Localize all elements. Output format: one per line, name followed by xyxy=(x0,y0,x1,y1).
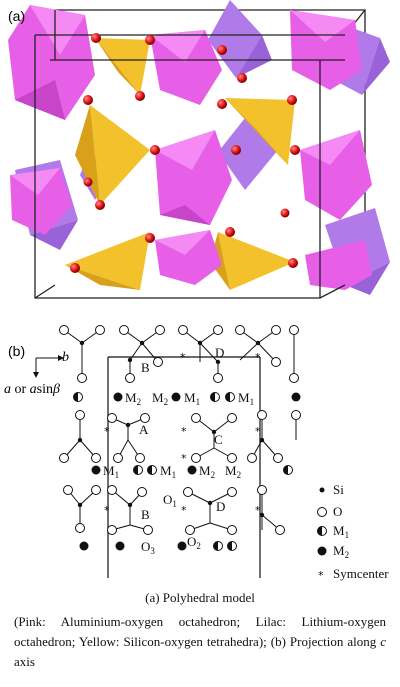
aluminium-octahedra xyxy=(8,5,372,290)
svg-text:D: D xyxy=(216,499,225,514)
svg-text:Si: Si xyxy=(333,482,344,497)
svg-text:C: C xyxy=(214,432,223,447)
site-labels: B D A C B D M2 M2 M1 M1 M1 M1 M2 M2 O1 O… xyxy=(103,345,254,556)
silicon-sites xyxy=(77,340,265,518)
svg-text:O1: O1 xyxy=(163,492,177,509)
svg-text:*: * xyxy=(255,351,261,364)
svg-text:A: A xyxy=(139,422,149,437)
caption-title: (a) Polyhedral model xyxy=(145,590,255,605)
oxygen-sites xyxy=(59,325,301,535)
axis-indicator: b a or asinβ xyxy=(4,350,69,397)
svg-text:M2: M2 xyxy=(199,463,215,480)
caption-body: (Pink: Aluminium-oxygen octahedron; Lila… xyxy=(14,614,386,669)
legend-m2: M2 xyxy=(317,543,349,560)
svg-text:M2: M2 xyxy=(333,543,349,560)
m1-sites xyxy=(73,392,293,551)
svg-text:O3: O3 xyxy=(141,539,155,556)
svg-text:M1: M1 xyxy=(103,463,119,480)
svg-text:*: * xyxy=(318,569,324,582)
legend: Si O M1 M2 * Symcenter xyxy=(317,482,389,582)
legend-symcenter: * Symcenter xyxy=(318,566,389,582)
legend-m1: M1 xyxy=(317,523,349,540)
legend-o: O xyxy=(317,504,342,519)
svg-text:*: * xyxy=(181,452,187,465)
svg-text:M1: M1 xyxy=(238,390,254,407)
projection-cell xyxy=(107,356,261,578)
svg-text:M1: M1 xyxy=(333,523,349,540)
svg-text:M2: M2 xyxy=(225,463,241,480)
svg-text:B: B xyxy=(141,360,150,375)
polyhedral-model xyxy=(8,0,390,299)
panel-b-label: (b) xyxy=(8,343,25,359)
svg-text:M2: M2 xyxy=(125,390,141,407)
figure-panels: (a) (b) b a or asinβ xyxy=(4,0,390,582)
svg-text:*: * xyxy=(104,425,110,438)
axis-a-label: a or asinβ xyxy=(4,382,60,397)
panel-a-label: (a) xyxy=(8,8,25,24)
oxygen-atoms xyxy=(70,33,300,273)
svg-text:*: * xyxy=(255,504,261,517)
svg-text:*: * xyxy=(255,425,261,438)
svg-text:*: * xyxy=(180,351,186,364)
svg-text:D: D xyxy=(215,345,224,360)
unit-cell-front xyxy=(34,10,346,299)
svg-text:M1: M1 xyxy=(184,390,200,407)
svg-text:*: * xyxy=(181,504,187,517)
m2-sites xyxy=(79,392,301,551)
svg-text:*: * xyxy=(181,425,187,438)
svg-text:Symcenter: Symcenter xyxy=(333,566,389,581)
axis-b-label: b xyxy=(62,350,69,365)
svg-text:M2: M2 xyxy=(152,390,168,407)
legend-si: Si xyxy=(319,482,344,497)
svg-text:B: B xyxy=(141,507,150,522)
svg-text:M1: M1 xyxy=(160,463,176,480)
svg-text:*: * xyxy=(104,504,110,517)
svg-text:O2: O2 xyxy=(187,534,201,551)
svg-text:O: O xyxy=(333,504,342,519)
symcenters: * * * * * * * * * xyxy=(104,351,261,517)
